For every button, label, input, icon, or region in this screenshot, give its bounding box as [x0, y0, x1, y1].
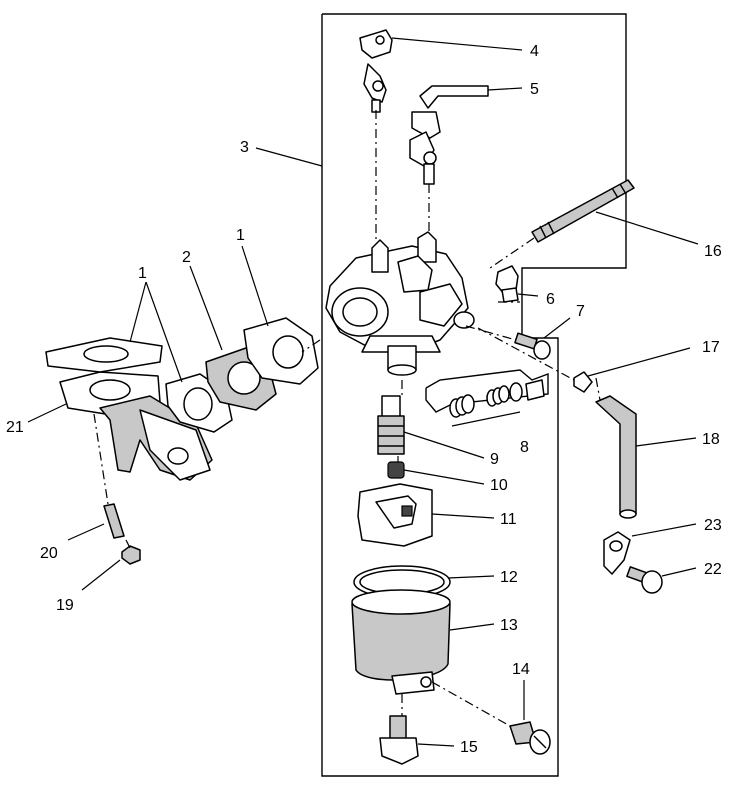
- callout-3: 3: [240, 139, 249, 156]
- part-bracket: [603, 531, 631, 575]
- callout-13: 13: [500, 617, 518, 634]
- callout-18: 18: [702, 431, 720, 448]
- callout-20: 20: [40, 545, 58, 562]
- part-bracket-bolt: [626, 566, 663, 594]
- part-gasket-carb: [243, 317, 319, 385]
- alignment-lines: [93, 110, 601, 727]
- callout-12: 12: [500, 569, 518, 586]
- callout-4: 4: [530, 43, 539, 60]
- part-main-nozzle: [377, 395, 405, 455]
- part-manifold-gasket: [45, 337, 163, 373]
- callout-9: 9: [490, 451, 499, 468]
- part-carburetor-body: [325, 231, 475, 376]
- callout-1-carb-gasket: 1: [236, 227, 245, 244]
- callout-17: 17: [702, 339, 720, 356]
- callout-21: 21: [6, 419, 24, 436]
- leader-lines: [27, 37, 699, 747]
- callout-23: 23: [704, 517, 722, 534]
- callout-10: 10: [490, 477, 508, 494]
- callout-14: 14: [512, 661, 530, 678]
- callout-2: 2: [182, 249, 191, 266]
- callout-labels: 1 1 2 3 4 5 6 7 8 9 10 11 12 13 14 15 16…: [6, 43, 722, 756]
- part-bowl-gasket: [353, 565, 451, 599]
- callout-16: 16: [704, 243, 722, 260]
- callout-6: 6: [546, 291, 555, 308]
- part-hose-clamp: [573, 371, 593, 393]
- part-float-bowl: [351, 589, 451, 695]
- part-manifold-stud: [103, 503, 125, 539]
- part-fuel-hose: [595, 395, 637, 519]
- callout-1-manifold-gasket: 1: [138, 265, 147, 282]
- part-pilot-screw: [514, 332, 551, 360]
- callout-8: 8: [520, 439, 529, 456]
- part-choke-lever: [359, 29, 393, 113]
- part-float: [357, 483, 433, 547]
- part-stud: [531, 179, 635, 243]
- part-bowl-bolt: [379, 715, 419, 765]
- callout-7: 7: [576, 303, 585, 320]
- part-nut: [121, 545, 141, 565]
- callout-22: 22: [704, 561, 722, 578]
- part-throttle-lever: [409, 85, 489, 185]
- callout-5: 5: [530, 81, 539, 98]
- part-fuel-valve: [495, 265, 519, 303]
- callout-19: 19: [56, 597, 74, 614]
- part-main-jet: [387, 461, 405, 479]
- callout-11: 11: [500, 511, 517, 528]
- part-drain-screw: [509, 721, 551, 755]
- callout-15: 15: [460, 739, 478, 756]
- part-spring-set: [425, 369, 549, 418]
